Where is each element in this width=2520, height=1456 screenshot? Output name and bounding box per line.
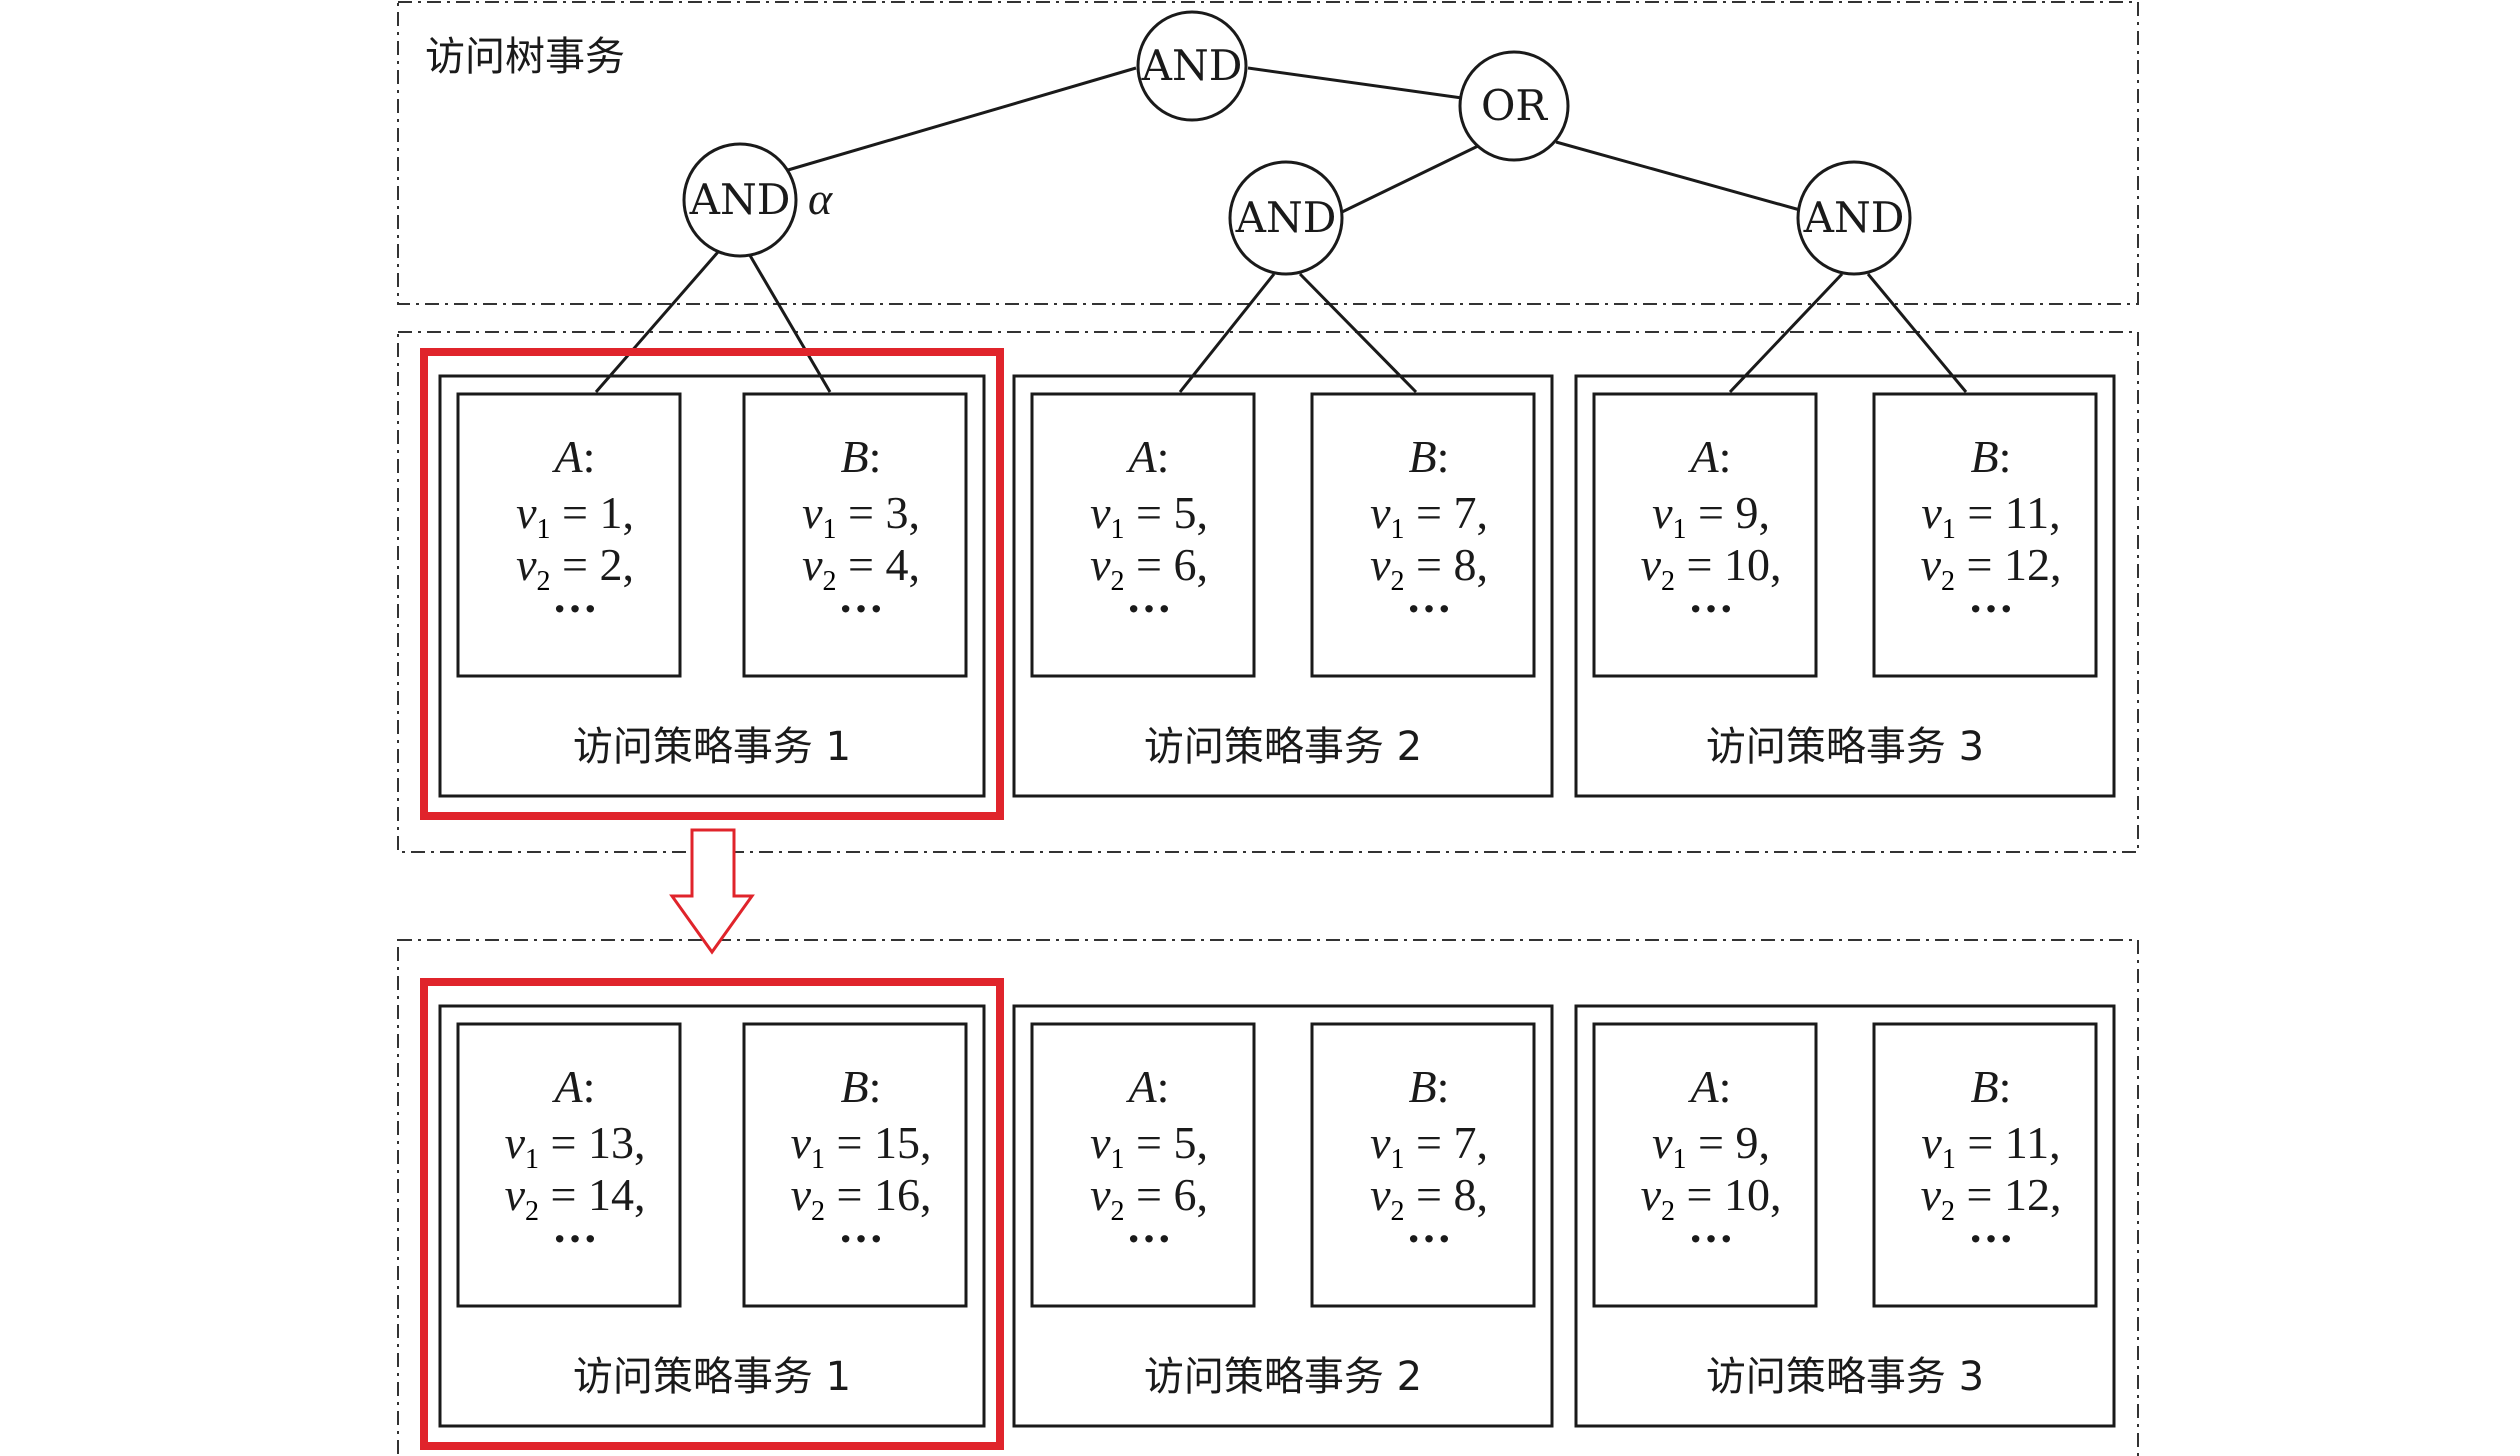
transaction-box <box>1012 374 1554 798</box>
ellipsis: ··· <box>1126 583 1172 634</box>
attribute-name: A: <box>1126 1061 1170 1112</box>
attribute-v2: v2 = 4, <box>802 539 920 597</box>
tree-node-left: AND α <box>682 142 833 258</box>
update-arrow <box>669 828 755 955</box>
transaction-after-3: A:v1 = 9,v2 = 10,···B:v1 = 11,v2 = 12,··… <box>1574 1004 2116 1428</box>
transaction-after-1: A:v1 = 13,v2 = 14,···B:v1 = 15,v2 = 16,·… <box>420 978 1004 1450</box>
ellipsis: ··· <box>1406 1213 1452 1264</box>
ellipsis: ··· <box>1406 583 1452 634</box>
attribute-box-b: B:v1 = 3,v2 = 4,··· <box>742 392 968 678</box>
attribute-name: A: <box>1688 431 1732 482</box>
ellipsis: ··· <box>1688 583 1734 634</box>
attribute-box-b: B:v1 = 15,v2 = 16,··· <box>742 1022 968 1308</box>
tree-edges <box>594 66 1968 394</box>
attribute-v2: v2 = 10, <box>1641 1169 1782 1227</box>
attribute-box-a: A:v1 = 5,v2 = 6,··· <box>1030 392 1256 678</box>
transaction-before-1: A:v1 = 1,v2 = 2,···B:v1 = 3,v2 = 4,···访问… <box>420 348 1004 820</box>
attribute-box-b: B:v1 = 7,v2 = 8,··· <box>1310 1022 1536 1308</box>
transaction-box <box>1574 1004 2116 1428</box>
attribute-name: A: <box>1126 431 1170 482</box>
transaction-label: 访问策略事务 3 <box>1706 1354 1984 1400</box>
svg-text:AND: AND <box>1235 193 1337 242</box>
attribute-v2: v2 = 6, <box>1090 539 1208 597</box>
svg-text:AND: AND <box>1803 193 1905 242</box>
attribute-v2: v2 = 14, <box>505 1169 646 1227</box>
attribute-v2: v2 = 10, <box>1641 539 1782 597</box>
attribute-v2: v2 = 8, <box>1370 1169 1488 1227</box>
transaction-box <box>1012 1004 1554 1428</box>
tree-panel-title: 访问树事务 <box>425 34 625 80</box>
transaction-box <box>438 374 986 798</box>
attribute-name: B: <box>1971 1061 2012 1112</box>
ellipsis: ··· <box>1968 583 2014 634</box>
transaction-box <box>438 1004 986 1428</box>
transaction-after-2: A:v1 = 5,v2 = 6,···B:v1 = 7,v2 = 8,···访问… <box>1012 1004 1554 1428</box>
ellipsis: ··· <box>838 583 884 634</box>
tree-node-or: OR <box>1458 50 1570 162</box>
attribute-v1: v1 = 5, <box>1090 1117 1208 1175</box>
ellipsis: ··· <box>552 583 598 634</box>
attribute-v2: v2 = 12, <box>1921 1169 2062 1227</box>
attribute-name: B: <box>1409 1061 1450 1112</box>
attribute-box-a: A:v1 = 9,v2 = 10,··· <box>1592 392 1818 678</box>
tree-node-right: AND <box>1796 160 1912 276</box>
ellipsis: ··· <box>1968 1213 2014 1264</box>
transaction-label: 访问策略事务 1 <box>573 724 851 770</box>
ellipsis: ··· <box>1126 1213 1172 1264</box>
attribute-v1: v1 = 15, <box>791 1117 932 1175</box>
transaction-before-2: A:v1 = 5,v2 = 6,···B:v1 = 7,v2 = 8,···访问… <box>1012 374 1554 798</box>
attribute-v1: v1 = 11, <box>1921 1117 2060 1175</box>
attribute-name: B: <box>1971 431 2012 482</box>
attribute-v2: v2 = 6, <box>1090 1169 1208 1227</box>
attribute-v1: v1 = 3, <box>802 487 920 545</box>
attribute-name: A: <box>552 431 596 482</box>
policy-panel-after-frame <box>397 939 2139 1456</box>
tree-node-mid: AND <box>1228 160 1344 276</box>
attribute-v2: v2 = 12, <box>1921 539 2062 597</box>
attribute-box-b: B:v1 = 7,v2 = 8,··· <box>1310 392 1536 678</box>
svg-text:AND: AND <box>689 175 791 224</box>
ellipsis: ··· <box>552 1213 598 1264</box>
attribute-box-b: B:v1 = 11,v2 = 12,··· <box>1872 1022 2098 1308</box>
attribute-box-a: A:v1 = 5,v2 = 6,··· <box>1030 1022 1256 1308</box>
attribute-v1: v1 = 7, <box>1370 487 1488 545</box>
attribute-box-a: A:v1 = 13,v2 = 14,··· <box>456 1022 682 1308</box>
attribute-v2: v2 = 8, <box>1370 539 1488 597</box>
alpha-annotation: α <box>808 173 833 224</box>
ellipsis: ··· <box>838 1213 884 1264</box>
attribute-v1: v1 = 9, <box>1652 1117 1770 1175</box>
highlight-frame <box>420 348 1004 820</box>
attribute-box-a: A:v1 = 1,v2 = 2,··· <box>456 392 682 678</box>
attribute-v1: v1 = 13, <box>505 1117 646 1175</box>
attribute-box-b: B:v1 = 11,v2 = 12,··· <box>1872 392 2098 678</box>
tree-panel-frame <box>397 1 2139 305</box>
attribute-v1: v1 = 7, <box>1370 1117 1488 1175</box>
attribute-v2: v2 = 2, <box>516 539 634 597</box>
svg-text:AND: AND <box>1141 41 1243 90</box>
transaction-label: 访问策略事务 1 <box>573 1354 851 1400</box>
attribute-v1: v1 = 1, <box>516 487 634 545</box>
tree-node-root: AND <box>1136 10 1248 122</box>
attribute-v1: v1 = 5, <box>1090 487 1208 545</box>
highlight-frame <box>420 978 1004 1450</box>
svg-text:OR: OR <box>1481 81 1548 130</box>
attribute-box-a: A:v1 = 9,v2 = 10,··· <box>1592 1022 1818 1308</box>
transaction-box <box>1574 374 2116 798</box>
ellipsis: ··· <box>1688 1213 1734 1264</box>
transaction-label: 访问策略事务 2 <box>1144 724 1422 770</box>
transaction-before-3: A:v1 = 9,v2 = 10,···B:v1 = 11,v2 = 12,··… <box>1574 374 2116 798</box>
policy-rows: A:v1 = 1,v2 = 2,···B:v1 = 3,v2 = 4,···访问… <box>420 348 2116 1450</box>
attribute-name: A: <box>552 1061 596 1112</box>
transaction-label: 访问策略事务 2 <box>1144 1354 1422 1400</box>
attribute-name: B: <box>1409 431 1450 482</box>
attribute-name: A: <box>1688 1061 1732 1112</box>
attribute-v1: v1 = 11, <box>1921 487 2060 545</box>
attribute-v2: v2 = 16, <box>791 1169 932 1227</box>
attribute-name: B: <box>841 431 882 482</box>
transaction-label: 访问策略事务 3 <box>1706 724 1984 770</box>
attribute-name: B: <box>841 1061 882 1112</box>
policy-panel-before-frame <box>397 331 2139 853</box>
attribute-v1: v1 = 9, <box>1652 487 1770 545</box>
